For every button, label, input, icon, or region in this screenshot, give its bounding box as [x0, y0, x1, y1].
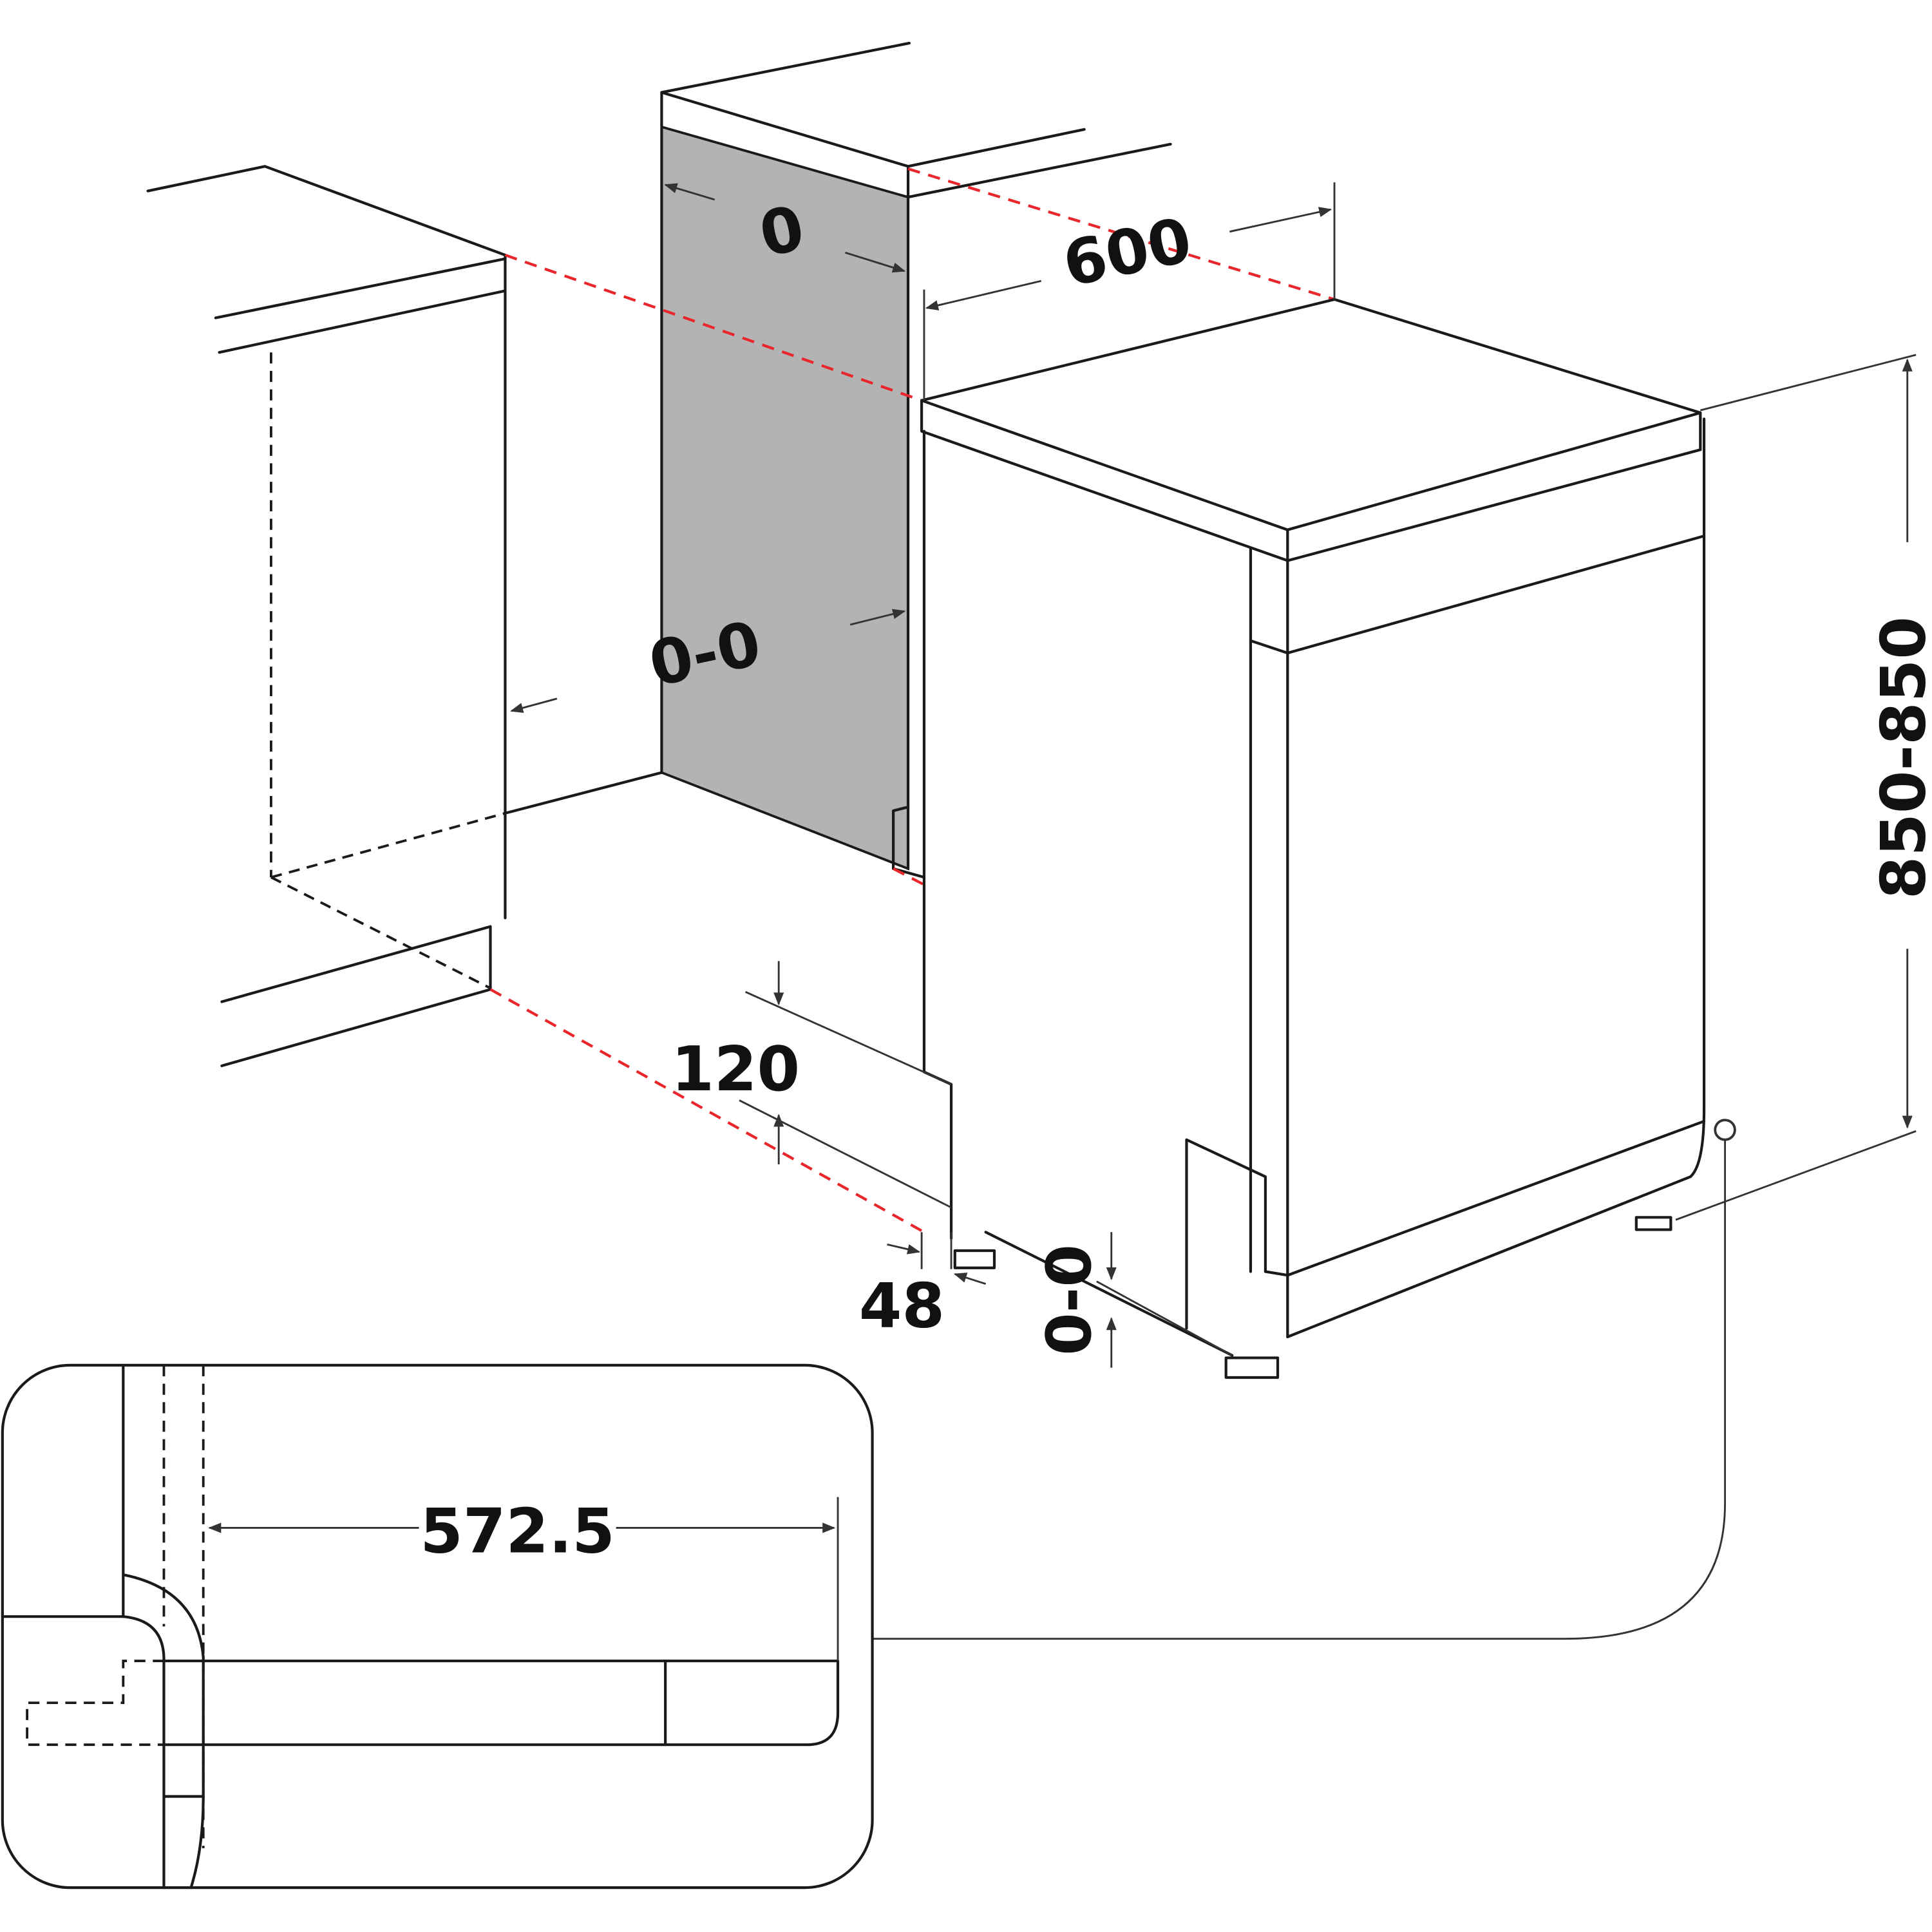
foot: [953, 1249, 996, 1269]
dimension-lines: [739, 182, 1917, 1368]
foot: [1224, 1356, 1280, 1379]
width-label: 600: [1057, 204, 1198, 301]
door-detail-inset: [1, 1363, 874, 1889]
foot-adjust-label: 0-0: [1033, 1244, 1105, 1356]
dishwasher: [920, 298, 1706, 1379]
height-label: 850-850: [1868, 616, 1932, 899]
depth-detail-label: 572.5: [420, 1495, 615, 1567]
detail-connector: [872, 1119, 1736, 1640]
adjacent-cabinet: [146, 165, 663, 1068]
reference-lines: [489, 167, 1335, 1234]
foot: [1634, 1216, 1672, 1231]
plinth-depth-label: 48: [859, 1270, 945, 1342]
plinth-height-label: 120: [671, 1033, 800, 1105]
side-wall-panel: [660, 41, 1172, 879]
